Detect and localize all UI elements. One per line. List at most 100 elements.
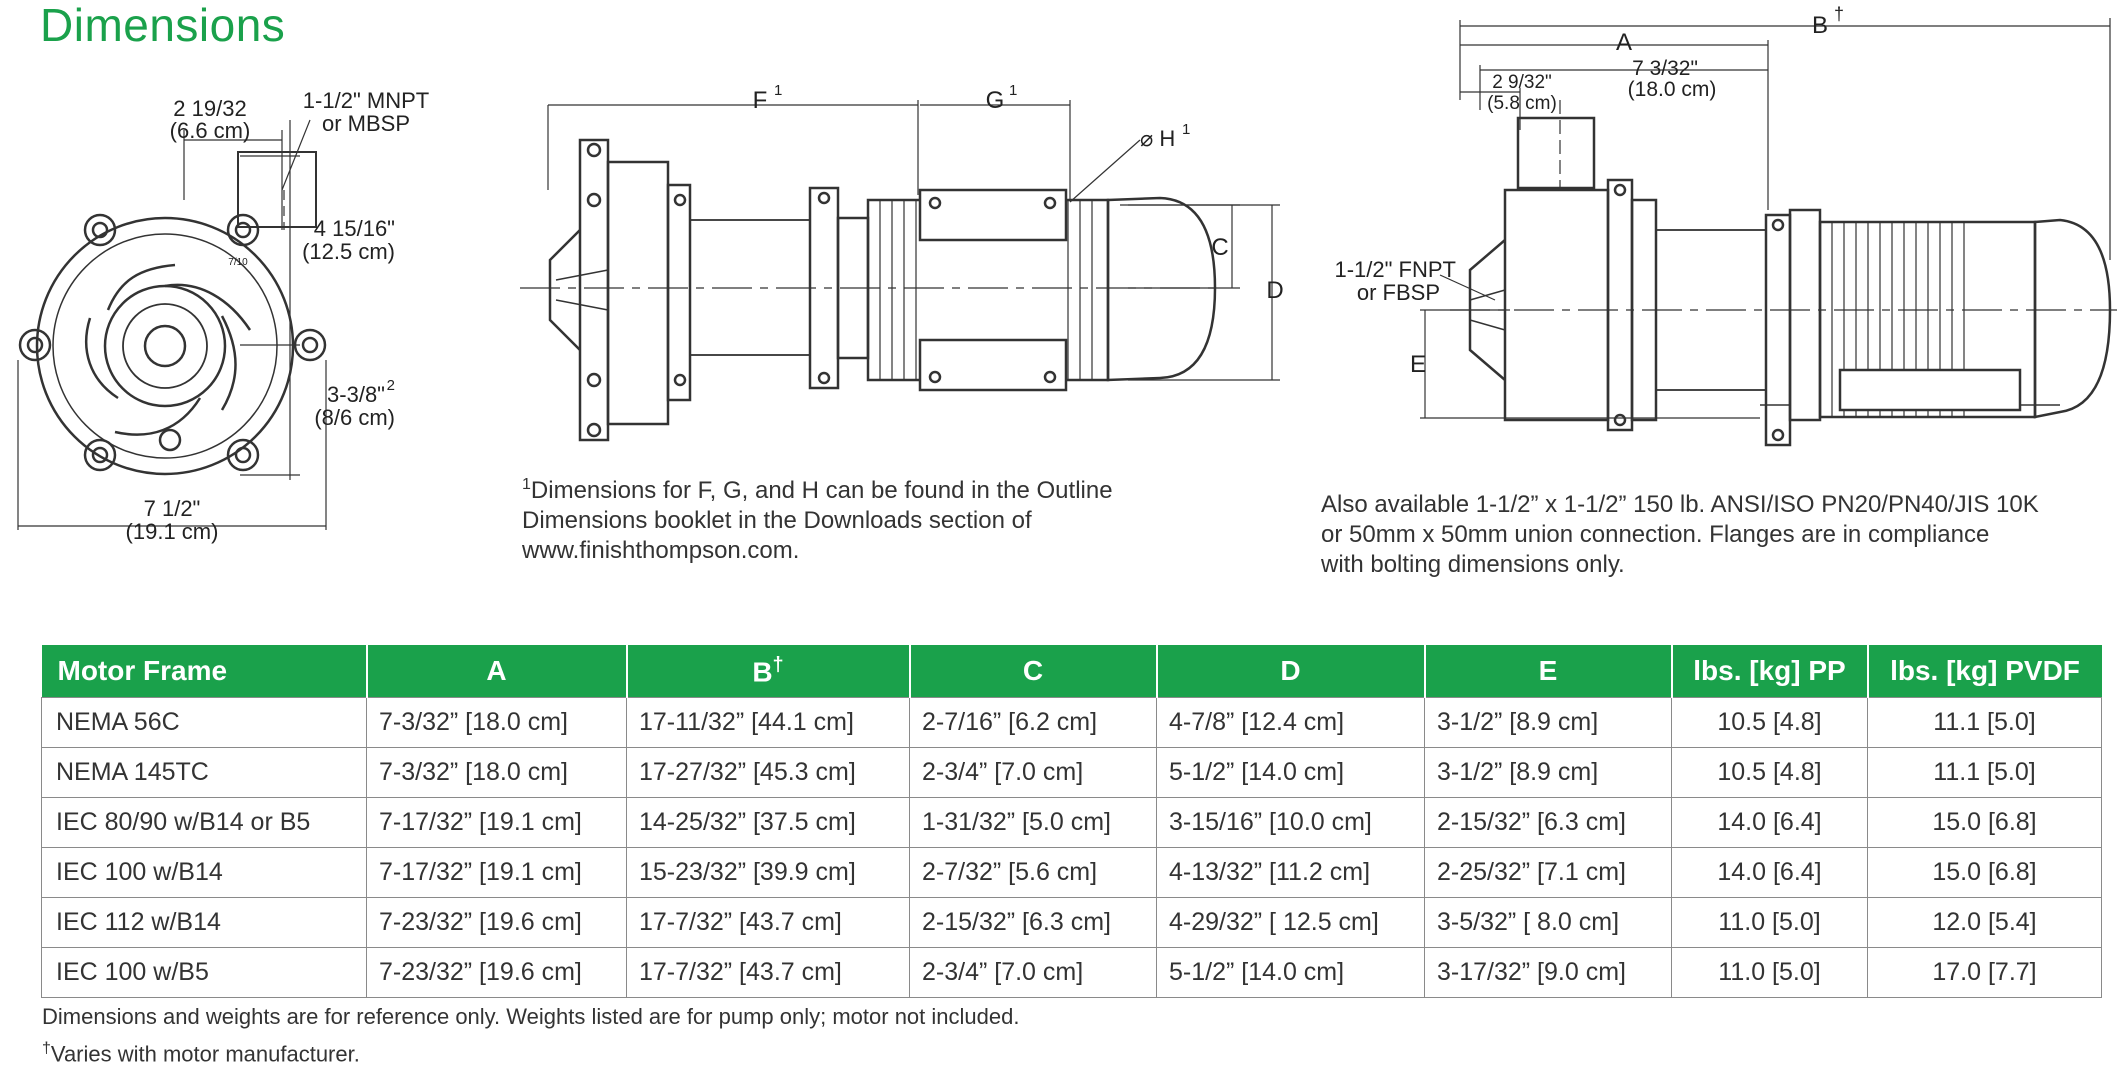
- dim-width-cm: (19.1 cm): [126, 519, 219, 544]
- dim-inner: 7 3/32": [1632, 57, 1698, 80]
- cell-d: 4-7/8” [12.4 cm]: [1156, 697, 1425, 748]
- pump-motor-side-view-drawing: A B † 7 3/32" (18.0 cm) 2 9/32" (5.8 cm)…: [1334, 4, 2117, 447]
- table-row: IEC 80/90 w/B14 or B5 7-17/32” [19.1 cm]…: [41, 797, 2102, 848]
- cell-weight-pvdf: 11.1 [5.0]: [1867, 697, 2102, 748]
- table-row: IEC 100 w/B14 7-17/32” [19.1 cm] 15-23/3…: [41, 847, 2102, 898]
- cell-c: 2-7/16” [6.2 cm]: [909, 697, 1157, 748]
- dim-upper-height: 4 15/16": [314, 216, 395, 241]
- cell-b: 17-27/32” [45.3 cm]: [626, 747, 910, 798]
- cell-e: 2-15/32” [6.3 cm]: [1424, 797, 1672, 848]
- header-b: B†: [625, 645, 910, 698]
- header-motor-frame: Motor Frame: [41, 645, 367, 698]
- label-a: A: [1616, 29, 1632, 56]
- cell-b: 17-7/32” [43.7 cm]: [626, 947, 910, 998]
- port-label-right-1: 1-1/2" FNPT: [1334, 257, 1456, 282]
- cell-weight-pp: 10.5 [4.8]: [1671, 697, 1868, 748]
- cell-a: 7-23/32” [19.6 cm]: [366, 897, 627, 948]
- label-g: G: [986, 87, 1005, 114]
- label-h-sup: 1: [1182, 121, 1190, 138]
- table-header-row: Motor Frame A B† C D E lbs. [kg] PP lbs.…: [41, 645, 2102, 698]
- cell-weight-pvdf: 11.1 [5.0]: [1867, 747, 2102, 798]
- footnote-mark: 1: [522, 476, 531, 493]
- cell-weight-pp: 14.0 [6.4]: [1671, 847, 1868, 898]
- cell-weight-pp: 11.0 [5.0]: [1671, 947, 1868, 998]
- cell-weight-pvdf: 15.0 [6.8]: [1867, 847, 2102, 898]
- cell-motor-frame: IEC 112 w/B14: [41, 897, 367, 948]
- header-weight-pvdf: lbs. [kg] PVDF: [1866, 645, 2102, 698]
- dim-lower-height: 3-3/8": [327, 382, 385, 407]
- dim-small-cm: (5.8 cm): [1487, 93, 1557, 114]
- label-f: F: [753, 87, 768, 114]
- header-c: C: [908, 645, 1157, 698]
- cell-weight-pp: 10.5 [4.8]: [1671, 747, 1868, 798]
- cell-e: 2-25/32” [7.1 cm]: [1424, 847, 1672, 898]
- dimensions-table: Motor Frame A B† C D E lbs. [kg] PP lbs.…: [41, 645, 2102, 998]
- cell-c: 2-3/4” [7.0 cm]: [909, 747, 1157, 798]
- label-c: C: [1211, 234, 1228, 261]
- label-b: B: [1812, 12, 1828, 39]
- cell-b: 17-7/32” [43.7 cm]: [626, 897, 910, 948]
- table-row: IEC 100 w/B5 7-23/32” [19.6 cm] 17-7/32”…: [41, 947, 2102, 998]
- footnote-fgh: 1Dimensions for F, G, and H can be found…: [522, 470, 1242, 566]
- cell-motor-frame: NEMA 145TC: [41, 747, 367, 798]
- cell-motor-frame: IEC 100 w/B14: [41, 847, 367, 898]
- pump-front-view-drawing: 2 19/32 (6.6 cm) 1-1/2" MNPT or MBSP 4 1…: [17, 88, 429, 544]
- cell-e: 3-17/32” [9.0 cm]: [1424, 947, 1672, 998]
- dim-small: 2 9/32": [1492, 72, 1552, 93]
- cell-d: 4-29/32” [ 12.5 cm]: [1156, 897, 1425, 948]
- availability-note: Also available 1-1/2” x 1-1/2” 150 lb. A…: [1321, 491, 2039, 578]
- table-row: NEMA 145TC 7-3/32” [18.0 cm] 17-27/32” […: [41, 747, 2102, 798]
- cell-d: 4-13/32” [11.2 cm]: [1156, 847, 1425, 898]
- label-b-sup: †: [1834, 4, 1844, 24]
- cell-weight-pp: 14.0 [6.4]: [1671, 797, 1868, 848]
- cell-c: 1-31/32” [5.0 cm]: [909, 797, 1157, 848]
- disclaimer-text: Dimensions and weights are for reference…: [42, 1004, 1020, 1029]
- cell-b: 14-25/32” [37.5 cm]: [626, 797, 910, 848]
- cell-motor-frame: IEC 80/90 w/B14 or B5: [41, 797, 367, 848]
- label-g-sup: 1: [1009, 82, 1017, 99]
- cell-a: 7-3/32” [18.0 cm]: [366, 747, 627, 798]
- cell-weight-pp: 11.0 [5.0]: [1671, 897, 1868, 948]
- cell-e: 3-1/2” [8.9 cm]: [1424, 697, 1672, 748]
- label-d: D: [1266, 277, 1283, 304]
- label-e: E: [1410, 351, 1426, 378]
- dagger-text: Varies with motor manufacturer.: [50, 1041, 360, 1067]
- cell-b: 15-23/32” [39.9 cm]: [626, 847, 910, 898]
- dim-lower-height-sup: 2: [387, 377, 395, 394]
- header-e: E: [1423, 645, 1672, 698]
- label-f-sup: 1: [774, 82, 782, 99]
- dim-top-width: 2 19/32: [173, 96, 246, 121]
- cell-c: 2-3/4” [7.0 cm]: [909, 947, 1157, 998]
- cell-weight-pvdf: 17.0 [7.7]: [1867, 947, 2102, 998]
- dagger-footnote: †Varies with motor manufacturer.: [42, 1040, 360, 1067]
- cell-a: 7-23/32” [19.6 cm]: [366, 947, 627, 998]
- page-title: Dimensions: [40, 0, 286, 51]
- header-a: A: [365, 645, 627, 698]
- header-d: D: [1155, 645, 1425, 698]
- port-label-right-2: or FBSP: [1357, 280, 1440, 305]
- dim-lower-height-cm: (8/6 cm): [314, 405, 395, 430]
- pump-side-view-drawing: F 1 G 1 ⌀ H 1 C D: [520, 82, 1284, 442]
- port-label-1: 1-1/2" MNPT: [303, 88, 429, 113]
- header-b-dagger: †: [772, 653, 784, 676]
- cell-a: 7-17/32” [19.1 cm]: [366, 797, 627, 848]
- cell-weight-pvdf: 12.0 [5.4]: [1867, 897, 2102, 948]
- footnote-text: Dimensions for F, G, and H can be found …: [522, 477, 1113, 564]
- cell-a: 7-17/32” [19.1 cm]: [366, 847, 627, 898]
- cell-c: 2-7/32” [5.6 cm]: [909, 847, 1157, 898]
- port-label-2: or MBSP: [322, 111, 410, 136]
- cell-d: 5-1/2” [14.0 cm]: [1156, 947, 1425, 998]
- cell-e: 3-5/32” [ 8.0 cm]: [1424, 897, 1672, 948]
- cell-weight-pvdf: 15.0 [6.8]: [1867, 797, 2102, 848]
- impeller-mark: 7/10: [228, 257, 248, 268]
- dagger-mark: †: [42, 1040, 51, 1057]
- table-row: NEMA 56C 7-3/32” [18.0 cm] 17-11/32” [44…: [41, 697, 2102, 748]
- label-h: ⌀ H: [1140, 126, 1175, 151]
- cell-b: 17-11/32” [44.1 cm]: [626, 697, 910, 748]
- cell-a: 7-3/32” [18.0 cm]: [366, 697, 627, 748]
- dim-inner-cm: (18.0 cm): [1628, 78, 1717, 101]
- cell-e: 3-1/2” [8.9 cm]: [1424, 747, 1672, 798]
- cell-motor-frame: IEC 100 w/B5: [41, 947, 367, 998]
- dim-upper-height-cm: (12.5 cm): [302, 239, 395, 264]
- dim-top-width-cm: (6.6 cm): [170, 118, 251, 143]
